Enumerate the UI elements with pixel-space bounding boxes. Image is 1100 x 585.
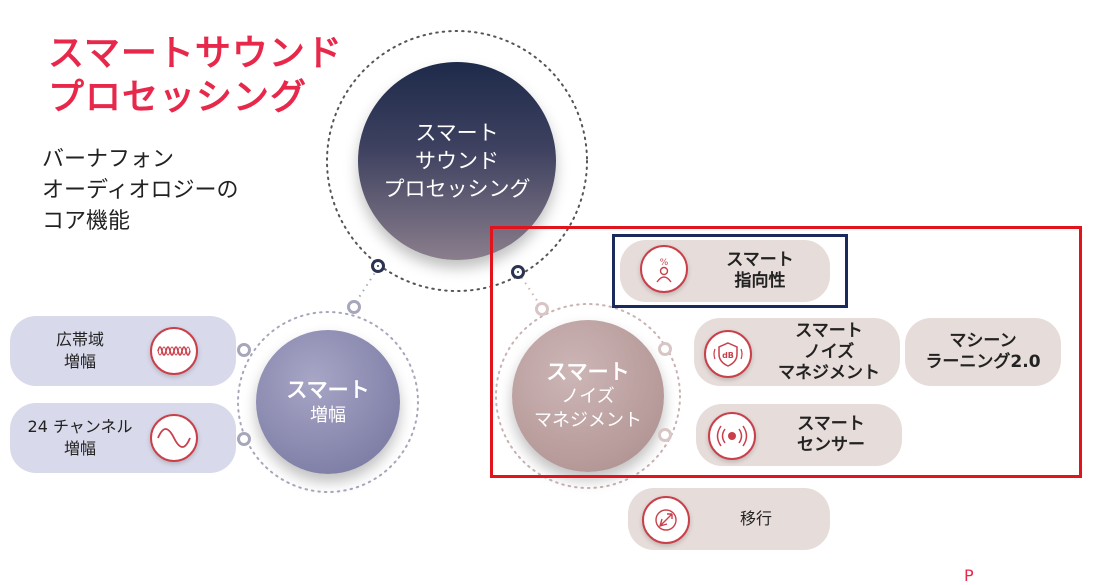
node-dot-right-1 xyxy=(658,342,672,356)
right-circle-line-2: ノイズ xyxy=(561,386,615,407)
highlight-frame-navy xyxy=(612,234,848,308)
node-dot-left-2 xyxy=(237,432,251,446)
subtitle-line-1: バーナフォン xyxy=(42,147,175,172)
highlight-frame-red xyxy=(490,226,1082,478)
decibel-shield-icon: dB xyxy=(704,330,752,378)
sensor-line-2: センサー xyxy=(797,435,865,455)
right-circle-line-3: マネジメント xyxy=(534,410,642,431)
top-circle-line-3: プロセッシング xyxy=(383,177,531,201)
sensor-line-1: スマート xyxy=(797,414,865,434)
left-circle-line-2: 増幅 xyxy=(310,405,346,426)
node-dot-left-1 xyxy=(237,343,251,357)
page-number: P xyxy=(964,566,974,585)
page-title: スマートサウンド プロセッシング xyxy=(48,32,343,120)
node-dot-right-top xyxy=(535,302,549,316)
noise-line-1: スマート xyxy=(795,320,863,341)
transition-icon xyxy=(642,496,690,544)
channel-line-1: 24 チャンネル xyxy=(27,417,133,436)
right-circle-line-1: スマート xyxy=(546,360,630,384)
smart-noise-management-circle: スマート ノイズ マネジメント xyxy=(512,320,664,472)
wideband-line-2: 増幅 xyxy=(63,352,96,371)
subtitle-line-2: オーディオロジーの xyxy=(42,178,239,203)
noise-line-3: マネジメント xyxy=(778,362,880,383)
machine-learning-line-2: ラーニング2.0 xyxy=(925,352,1041,372)
wideband-amplification-pill: 広帯域 増幅 xyxy=(10,316,236,386)
left-circle-line-1: スマート xyxy=(286,378,370,402)
wideband-line-1: 広帯域 xyxy=(55,330,104,349)
directivity-line-1: スマート xyxy=(726,250,794,270)
waveform-icon xyxy=(150,327,198,375)
node-dot-right-2 xyxy=(658,428,672,442)
top-circle-line-1: スマート xyxy=(415,121,499,145)
percent-icon-text: % xyxy=(660,258,669,268)
node-dot-left-top xyxy=(347,300,361,314)
subtitle: バーナフォン オーディオロジーの コア機能 xyxy=(42,144,238,237)
24-channel-amplification-pill: 24 チャンネル 増幅 xyxy=(10,403,236,473)
person-percent-icon: % xyxy=(640,245,688,293)
machine-learning-pill: マシーン ラーニング2.0 xyxy=(905,318,1061,386)
noise-line-2: ノイズ xyxy=(803,341,855,362)
channel-line-2: 増幅 xyxy=(63,439,96,458)
node-dot-top-left xyxy=(371,259,385,273)
title-line-1: スマートサウンド xyxy=(48,33,343,74)
decibel-icon-text: dB xyxy=(722,351,734,360)
transition-label: 移行 xyxy=(739,509,772,528)
sine-wave-icon xyxy=(150,414,198,462)
top-circle-line-2: サウンド xyxy=(415,149,499,173)
title-line-2: プロセッシング xyxy=(48,77,308,118)
machine-learning-line-1: マシーン xyxy=(949,331,1017,351)
node-dot-top-right xyxy=(511,265,525,279)
smart-amplification-circle: スマート 増幅 xyxy=(256,330,400,474)
radar-icon xyxy=(708,412,756,460)
directivity-line-2: 指向性 xyxy=(734,271,786,291)
subtitle-line-3: コア機能 xyxy=(42,209,131,234)
